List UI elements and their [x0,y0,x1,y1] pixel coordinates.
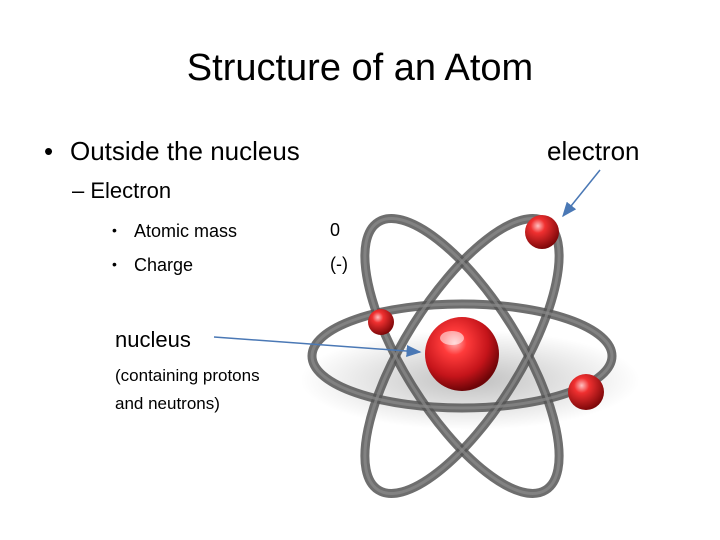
nucleus-note-line2: and neutrons) [115,394,220,413]
electron-arrow [562,169,601,218]
property-atomic-mass-label: Atomic mass [134,221,238,241]
bullet-dot-icon: • [44,136,54,166]
bullet-outside-nucleus-text: Outside the nucleus [70,136,300,166]
electron-label: electron [547,136,640,166]
property-charge-label: Charge [134,255,194,275]
nucleus-note-line1: (containing protons [115,366,260,385]
property-atomic-mass: • Atomic mass [112,218,237,243]
orbit-highlight-right [363,217,561,495]
electron-right [568,374,604,410]
electron-left [368,309,394,335]
electron-top [525,215,559,249]
sub-bullet-electron: – Electron [72,178,172,203]
bullet-dot-icon: • [112,222,117,238]
nucleus-highlight [440,331,464,345]
orbit-highlight-horizontal [310,302,614,410]
nucleus-note: (containing protons and neutrons) [115,362,325,418]
bullet-dot-icon: • [112,256,117,272]
bullet-outside-nucleus: • Outside the nucleus [44,134,300,168]
nucleus-sphere [425,317,499,391]
nucleus-arrow [213,336,422,358]
property-atomic-mass-value: 0 [330,220,341,240]
property-charge: • Charge [112,252,193,277]
slide-title: Structure of an Atom [186,47,534,89]
nucleus-label: nucleus [115,327,191,352]
property-charge-value: (-) [330,254,348,274]
